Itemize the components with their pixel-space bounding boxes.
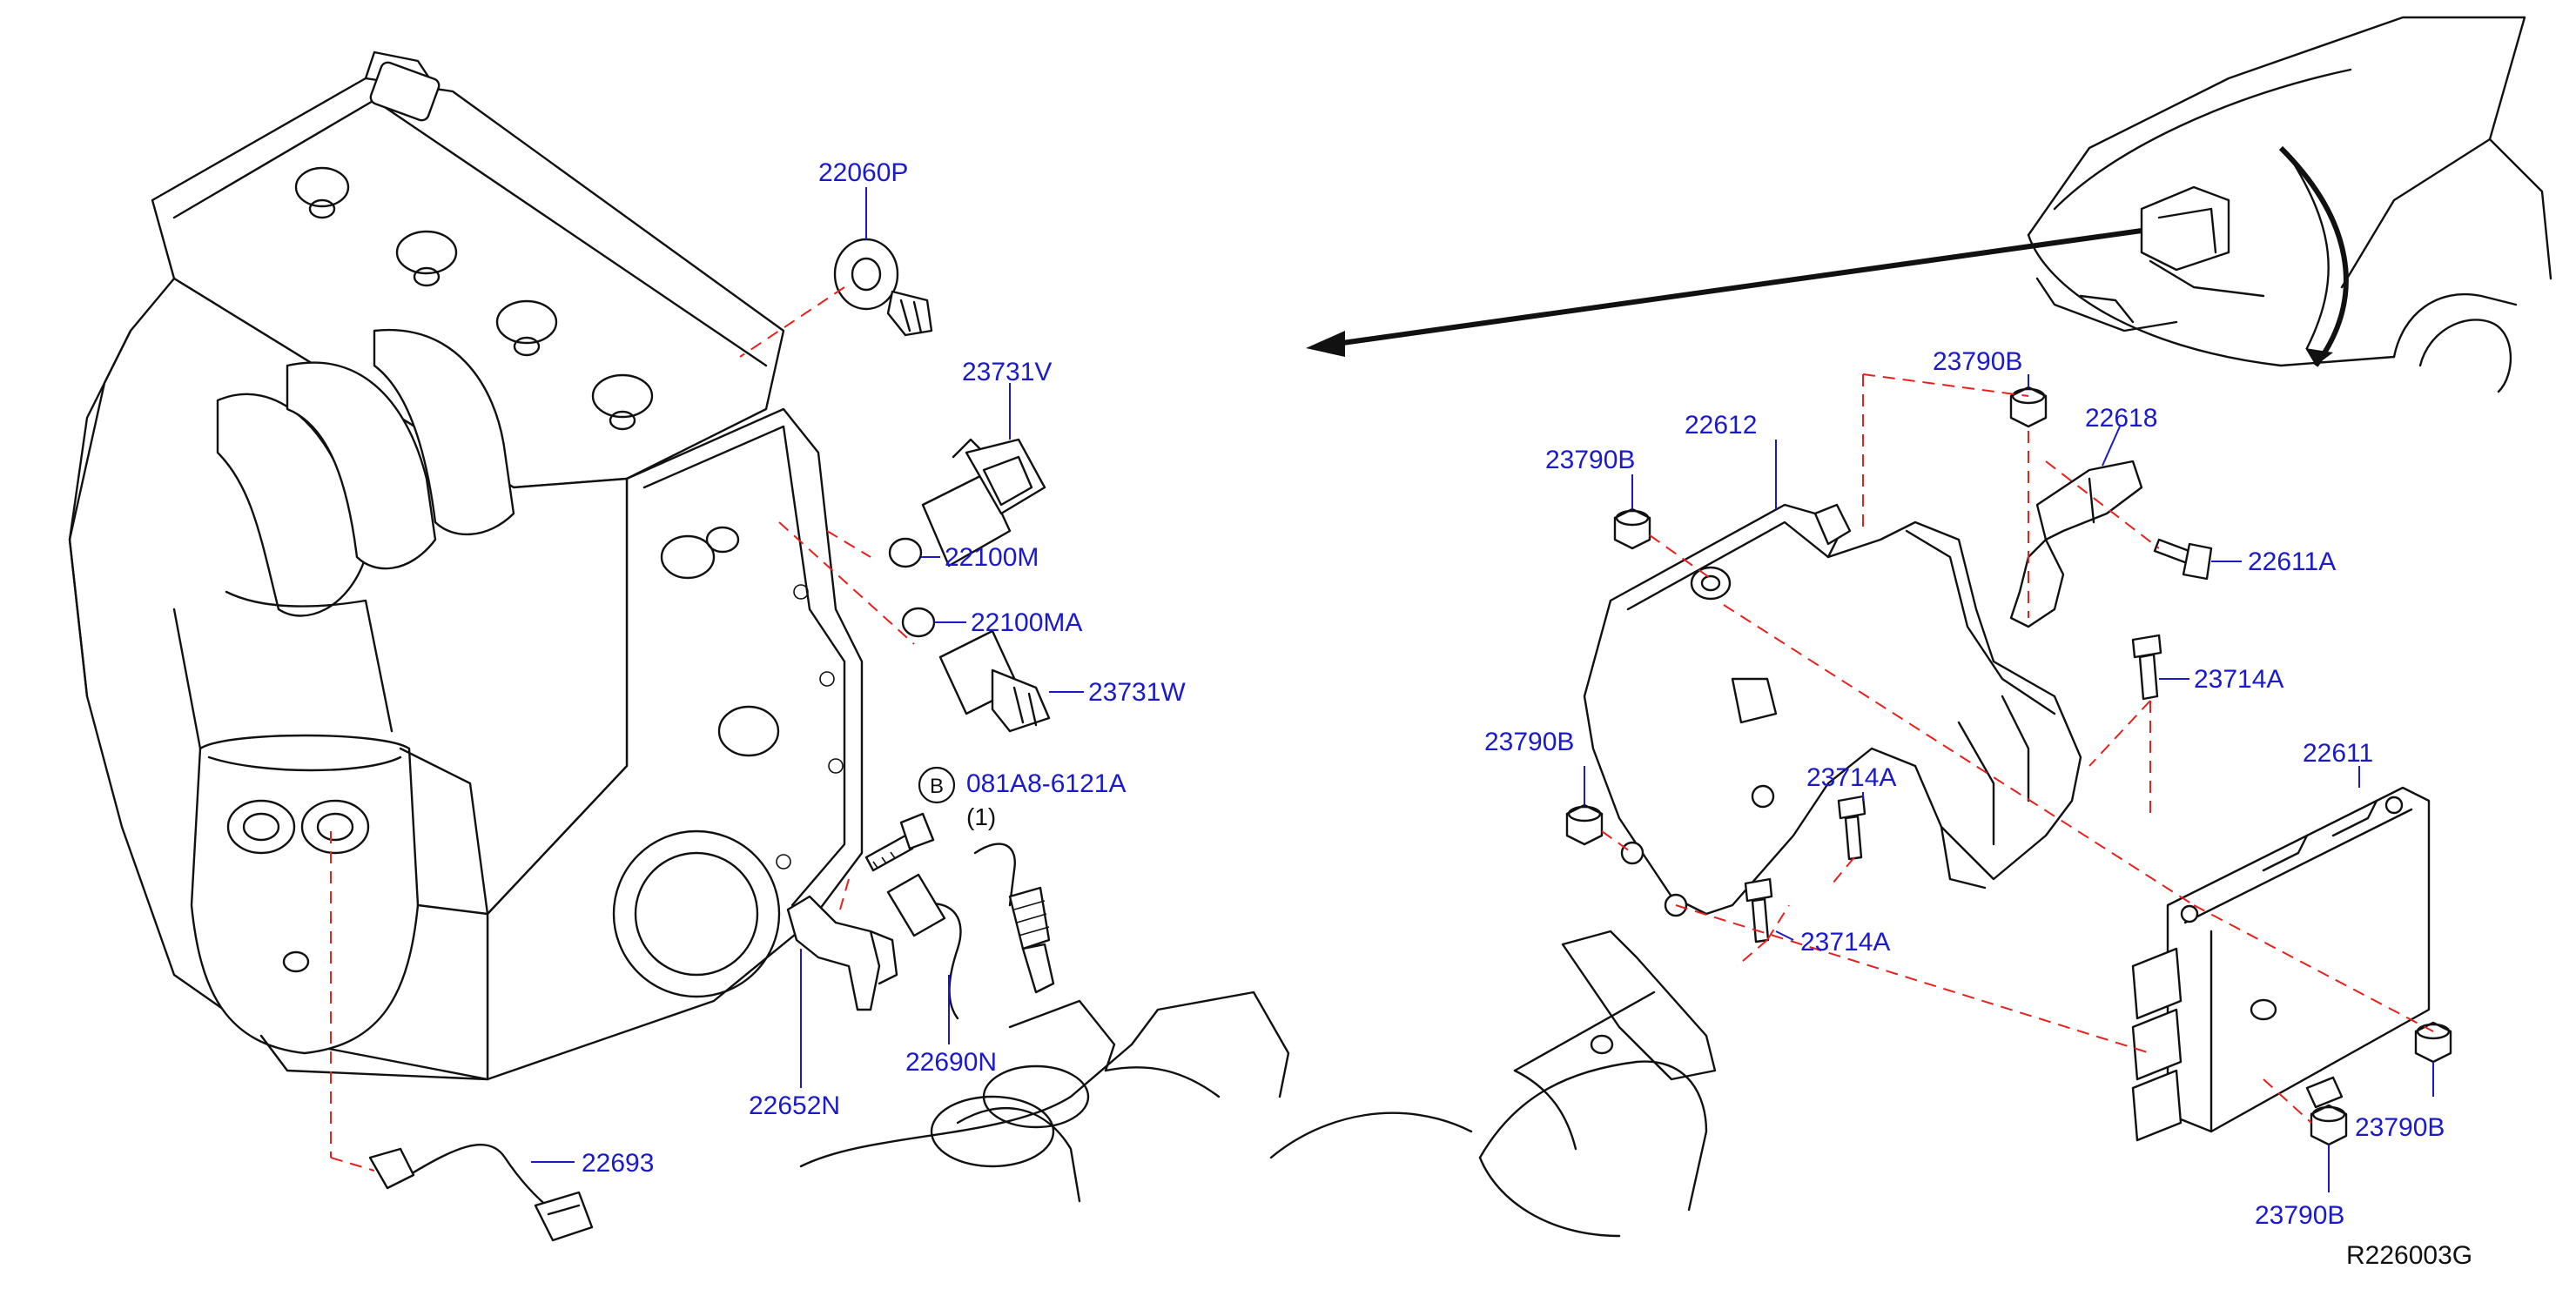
lower-oxygen-sensor-icon — [368, 1143, 594, 1242]
guide-line — [1723, 604, 2195, 906]
callout-23790B-bottom: 23790B — [2255, 1201, 2344, 1230]
callout-23731V: 23731V — [962, 358, 1052, 386]
quantity-note: (1) — [966, 803, 996, 830]
callout-22100MA: 22100MA — [971, 608, 1082, 637]
vehicle-front-icon — [2027, 16, 2552, 393]
guide-line — [2263, 1078, 2312, 1124]
guide-line — [2045, 460, 2160, 549]
callout-23790B-top: 23790B — [1933, 347, 2022, 376]
callout-081A8-6121A: 081A8-6121A — [966, 769, 1127, 798]
nut-23790B-bottom-icon — [2310, 1104, 2348, 1146]
nut-23790B-left-upper-icon — [1613, 507, 1651, 550]
guide-line — [2193, 904, 2434, 1032]
guide-line — [330, 1157, 375, 1172]
cam-position-sensor-icon — [921, 438, 1046, 567]
callout-23714A-mid: 23714A — [1806, 763, 1896, 792]
small-bracket-icon — [2009, 460, 2143, 628]
knock-sensor-icon — [833, 238, 933, 337]
callout-23714A-right: 23714A — [2194, 665, 2283, 694]
callout-23790B-right: 23790B — [2355, 1113, 2445, 1142]
bolt-23714A-mid-icon — [1837, 795, 1866, 861]
callout-23790B-left-upper: 23790B — [1545, 446, 1635, 474]
callout-22652N: 22652N — [749, 1091, 840, 1120]
leader-line — [2102, 426, 2121, 467]
guide-line — [826, 530, 871, 558]
guide-line — [778, 521, 915, 645]
leader-line — [1775, 930, 1794, 941]
sensor-bracket-icon — [786, 895, 898, 1011]
guide-line — [1601, 830, 1633, 854]
guide-line — [1766, 904, 1790, 941]
nut-23790B-left-lower-icon — [1565, 803, 1604, 846]
guide-line — [739, 286, 845, 358]
bolt-23714A-lower-icon — [1744, 877, 1773, 943]
o-ring-22100M-icon — [888, 537, 923, 568]
engine-block-icon — [68, 50, 864, 1081]
nut-23790B-top-icon — [2009, 386, 2048, 428]
o-ring-22100MA-icon — [901, 607, 936, 638]
guide-line — [1649, 534, 1716, 582]
callout-22100M: 22100M — [945, 543, 1039, 572]
callout-22612: 22612 — [1685, 411, 1757, 440]
bolt-081A8-icon — [864, 812, 935, 872]
callout-22690N: 22690N — [905, 1048, 997, 1077]
ecm-module-icon — [2131, 786, 2431, 1142]
exhaust-converter-icon — [1269, 930, 1717, 1238]
callout-22611A: 22611A — [2248, 547, 2336, 576]
pointer-arrow-icon — [1306, 228, 2142, 357]
oxygen-sensor-icon — [886, 843, 1055, 1020]
callout-22611: 22611 — [2303, 739, 2373, 768]
bolt-22611A-icon — [2153, 538, 2213, 581]
ecm-bracket-icon — [1583, 503, 2082, 917]
callout-23731W: 23731W — [1088, 678, 1186, 707]
guide-line — [1675, 904, 2151, 1054]
callout-leaders — [531, 187, 2434, 1192]
bolt-23714A-right-icon — [2131, 634, 2162, 701]
guide-line — [1832, 856, 1855, 884]
exhaust-pipe-icon — [799, 990, 1290, 1203]
guide-line — [1862, 373, 2029, 397]
callout-23790B-left-lower: 23790B — [1484, 728, 1574, 756]
diagram-code: R226003G — [2346, 1241, 2472, 1270]
dashed-guides — [330, 286, 2434, 1172]
crank-position-sensor-icon — [938, 629, 1051, 733]
callout-22618: 22618 — [2085, 404, 2157, 433]
nut-23790B-right-icon — [2414, 1021, 2452, 1064]
callout-22060P: 22060P — [818, 158, 908, 187]
guide-line — [1736, 939, 1768, 967]
guide-line — [839, 878, 850, 910]
guide-line — [2088, 700, 2151, 767]
callout-23714A-lower: 23714A — [1800, 928, 1890, 957]
callout-labels: 22060P 23731V 22100M 22100MA 23731W B 08… — [582, 158, 2472, 1270]
circled-letter: B — [930, 775, 944, 798]
circled-letter-badge — [918, 766, 956, 804]
callout-22693: 22693 — [582, 1149, 654, 1178]
